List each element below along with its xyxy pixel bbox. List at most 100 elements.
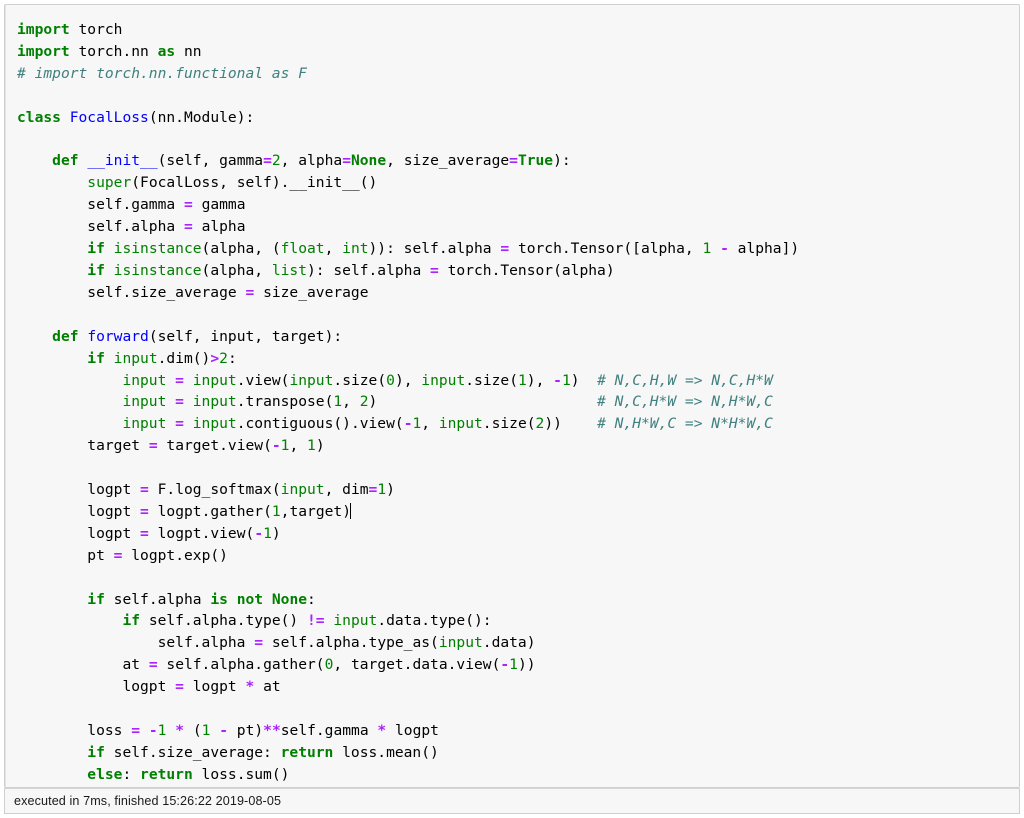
operator-minus: - [403, 415, 413, 433]
arg-self: self [236, 174, 272, 192]
builtin-isinstance: isinstance [113, 261, 202, 279]
operator-equals: = [254, 634, 264, 652]
code-line-blank [17, 306, 26, 323]
code-line: def __init__(self, gamma=2, alpha=None, … [52, 152, 571, 170]
code-line: input = input.transpose(1, 2) # N,C,H*W … [122, 393, 773, 411]
param-input: input [210, 327, 255, 345]
keyword-if: if [87, 240, 105, 258]
alias-nn: nn [183, 42, 202, 60]
operator-power: ** [263, 722, 281, 739]
operator-multiply: * [377, 722, 387, 739]
var-logpt: logpt [131, 546, 176, 564]
call-view: view [245, 371, 281, 389]
builtin-input: input [113, 349, 158, 367]
operator-equals: = [148, 656, 158, 674]
literal-1: 1 [263, 524, 272, 542]
literal-1: 1 [517, 371, 527, 389]
code-line: pt = logpt.exp() [87, 546, 228, 564]
code-line: import torch [17, 21, 122, 38]
builtin-input: input [122, 415, 167, 433]
operator-equals: = [183, 196, 193, 214]
code-line: target = target.view(-1, 1) [87, 437, 325, 455]
var-logpt: logpt [87, 502, 132, 520]
code-line: self.size_average = size_average [17, 283, 368, 301]
code-line: if isinstance(alpha, list): self.alpha =… [87, 261, 615, 279]
code-line: else: return loss.sum() [87, 765, 290, 783]
literal-1: 1 [271, 502, 281, 520]
operator-equals: = [175, 371, 184, 389]
code-cell[interactable]: import torch import torch.nn as nn # imp… [4, 4, 1020, 788]
builtin-input: input [289, 371, 334, 389]
var-at: at [122, 656, 141, 674]
arg-alpha: alpha [561, 261, 606, 279]
var-logpt: logpt [157, 524, 202, 542]
operator-not-equal: != [307, 612, 325, 630]
call-view: view [359, 415, 395, 433]
code-line: self.alpha = alpha [17, 218, 246, 236]
arg-alpha: alpha [210, 261, 255, 279]
operator-equals: = [113, 546, 123, 564]
literal-true: True [517, 152, 554, 170]
call-loss-sum: loss.sum [201, 765, 272, 783]
call-loss-mean: loss.mean [342, 743, 422, 761]
attr-self-alpha: self.alpha [87, 218, 176, 236]
value-alpha: alpha [201, 218, 246, 236]
operator-equals: = [342, 152, 351, 170]
class-name-focalloss: FocalLoss [69, 108, 149, 126]
keyword-is: is [210, 590, 228, 608]
builtin-list: list [271, 261, 308, 279]
literal-1: 1 [377, 481, 387, 499]
code-line: logpt = logpt * at [17, 678, 281, 696]
call-type-as: type_as [368, 634, 431, 652]
operator-equals: = [430, 261, 439, 279]
attr-data-type: data.type [386, 612, 466, 630]
cell-execution-footer: executed in 7ms, finished 15:26:22 2019-… [4, 788, 1020, 814]
operator-minus: - [148, 722, 158, 739]
operator-equals: = [263, 152, 272, 170]
literal-1: 1 [280, 437, 290, 455]
attr-self-size-average: self.size_average [87, 283, 237, 301]
var-logpt: logpt [87, 481, 132, 499]
var-logpt: logpt [192, 678, 237, 696]
code-text[interactable]: import torch import torch.nn as nn # imp… [17, 19, 1009, 786]
comment-shape-1: # N,C,H,W => N,C,H*W [597, 371, 773, 389]
code-line-blank [17, 459, 26, 476]
literal-none: None [271, 590, 308, 608]
call-f-log-softmax: F.log_softmax [157, 481, 272, 499]
keyword-import: import [17, 42, 70, 60]
operator-minus: - [219, 722, 228, 739]
code-line: self.alpha = self.alpha.type_as(input.da… [157, 634, 536, 652]
call-size: size [474, 371, 510, 389]
operator-minus: - [500, 656, 510, 674]
operator-equals: = [175, 678, 184, 696]
builtin-input: input [421, 371, 466, 389]
builtin-input: input [280, 481, 325, 499]
var-logpt: logpt [157, 502, 202, 520]
literal-1: 1 [157, 722, 167, 739]
kwarg-dim: dim [342, 481, 369, 499]
code-editor[interactable]: import torch import torch.nn as nn # imp… [5, 5, 1019, 787]
execution-status-text: executed in 7ms, finished 15:26:22 2019-… [14, 794, 282, 808]
code-line: class FocalLoss(nn.Module): [17, 108, 255, 126]
code-line: loss = -1 * (1 - pt)**self.gamma * logpt [87, 722, 439, 739]
builtin-isinstance: isinstance [113, 240, 202, 258]
literal-2: 2 [535, 415, 545, 433]
var-logpt: logpt [87, 524, 132, 542]
text-cursor [350, 502, 352, 519]
literal-1: 1 [412, 415, 422, 433]
literal-2: 2 [219, 349, 228, 367]
code-line: if self.size_average: return loss.mean() [87, 743, 439, 761]
attr-self-alpha: self.alpha [157, 634, 246, 652]
code-line: at = self.alpha.gather(0, target.data.vi… [122, 656, 536, 674]
keyword-class: class [17, 108, 61, 126]
attr-data: data [491, 634, 527, 652]
module-torch: torch [78, 21, 123, 38]
arg-focalloss: FocalLoss [140, 174, 220, 192]
code-line-blank [17, 700, 26, 717]
var-logpt: logpt [395, 722, 439, 739]
builtin-input: input [438, 634, 483, 652]
builtin-input: input [192, 415, 237, 433]
var-loss: loss [87, 722, 123, 739]
param-self: self [166, 152, 202, 170]
var-at: at [263, 678, 281, 696]
